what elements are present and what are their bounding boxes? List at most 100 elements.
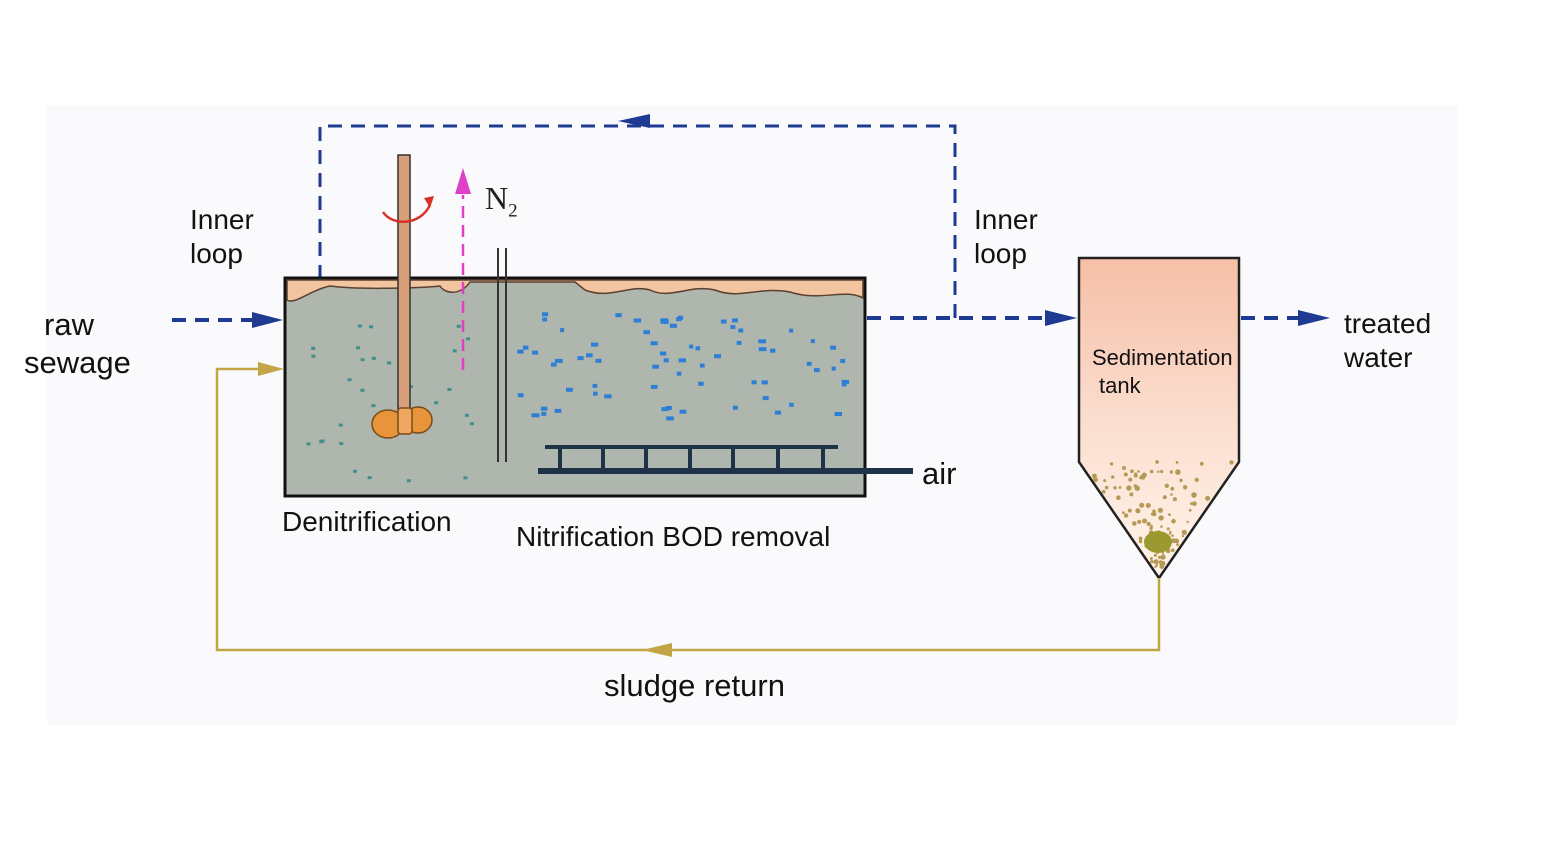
sludge-return-line <box>215 367 1161 652</box>
sediment-particle <box>1153 553 1157 557</box>
tank-outlet-arrowhead <box>1045 310 1077 326</box>
speckle <box>353 469 357 473</box>
bubble <box>560 328 565 333</box>
sediment-particle <box>1166 527 1170 531</box>
bubble <box>604 394 612 399</box>
speckle <box>338 423 343 427</box>
sediment-particle <box>1155 460 1159 464</box>
sludge-return-arrowhead <box>642 643 672 657</box>
foam-layer <box>286 279 864 302</box>
speckle <box>387 361 392 365</box>
sediment-particle <box>1158 555 1162 560</box>
bubble <box>840 359 846 363</box>
speckle <box>371 356 376 360</box>
bubble <box>689 344 694 349</box>
air-diffuser <box>538 445 913 474</box>
stirrer <box>371 154 434 439</box>
speckle <box>452 349 457 353</box>
sediment-particle <box>1205 495 1211 501</box>
sediment-particle <box>1199 461 1204 466</box>
bubble <box>810 339 815 344</box>
bubble <box>591 342 599 347</box>
sediment-particle <box>1139 476 1143 480</box>
bubble <box>732 318 738 323</box>
speckle <box>311 354 316 358</box>
speckle <box>456 324 461 328</box>
treated-water-line1: treated <box>1344 308 1432 339</box>
sediment-particle <box>1142 518 1147 524</box>
sediment-particle <box>1174 538 1179 544</box>
n2-arrowhead <box>455 168 471 194</box>
speckle <box>369 325 374 329</box>
speckle <box>347 378 352 382</box>
sediment-particle <box>1130 469 1134 474</box>
speckle <box>339 442 344 446</box>
bubble <box>736 340 742 345</box>
bubble <box>758 347 767 352</box>
sediment-particle <box>1179 478 1183 483</box>
bubble <box>770 348 776 353</box>
bubble <box>666 416 674 421</box>
inner-loop-right-line1: Inner <box>974 204 1038 235</box>
inner-loop-left-label: Inner loop <box>190 203 254 271</box>
bubble <box>834 412 842 416</box>
bubble <box>663 358 669 363</box>
sediment-particle <box>1191 492 1197 498</box>
bubble <box>841 379 849 384</box>
sediment-particle <box>1137 470 1140 473</box>
sludge-blob <box>1144 531 1172 553</box>
bubble <box>577 356 584 361</box>
bubble <box>661 407 669 412</box>
bubble <box>679 409 687 414</box>
bubble <box>554 408 562 413</box>
n2-subscript: 2 <box>508 200 518 222</box>
baffle-wall <box>497 248 507 462</box>
bubble <box>761 380 768 385</box>
bubble <box>593 391 598 396</box>
bubble <box>738 328 744 333</box>
bubble <box>517 393 524 398</box>
raw-sewage-arrowhead <box>252 312 283 328</box>
bubble <box>730 325 736 329</box>
speckle <box>311 346 316 350</box>
sedimentation-tank-label: Sedimentation tank <box>1092 344 1233 399</box>
sediment-particle <box>1186 520 1189 524</box>
nitrification-label: Nitrification BOD removal <box>516 521 831 552</box>
sediment-particle <box>1160 525 1163 528</box>
bubble <box>774 410 781 415</box>
raw-sewage-label: raw sewage <box>24 306 131 382</box>
sediment-particle <box>1169 470 1174 474</box>
bubble <box>751 380 757 385</box>
treated-water-line2: water <box>1344 342 1413 374</box>
bubble <box>650 341 658 346</box>
speckle <box>406 479 411 483</box>
sediment-particle <box>1175 469 1181 475</box>
speckle <box>463 476 468 480</box>
bubble <box>665 406 672 410</box>
sediment-particle <box>1162 495 1167 500</box>
bubble <box>643 330 650 335</box>
bubble <box>660 318 669 323</box>
sediment-particle <box>1133 473 1138 478</box>
inner-loop-recirculation-line <box>318 124 957 318</box>
sediment-particle <box>1101 489 1106 494</box>
n2-label: N2 <box>485 180 518 222</box>
speckle <box>356 346 360 350</box>
bubble <box>806 361 812 366</box>
sediment-particle <box>1164 483 1170 488</box>
sludge-speckles <box>306 324 474 483</box>
sediment-particle <box>1137 519 1142 524</box>
sediment-particle <box>1126 485 1132 491</box>
bubble <box>676 371 682 376</box>
sediment-particle <box>1157 507 1163 513</box>
sediment-particle <box>1111 475 1115 479</box>
sediment-particle <box>1171 548 1175 552</box>
bubble <box>542 317 548 322</box>
sediment-particle <box>1171 518 1176 524</box>
treated-water-label: treated water <box>1344 307 1431 375</box>
bubble <box>676 317 682 322</box>
sediment-particle <box>1162 562 1166 566</box>
sediment-particle <box>1127 508 1132 513</box>
bubble <box>592 383 598 388</box>
